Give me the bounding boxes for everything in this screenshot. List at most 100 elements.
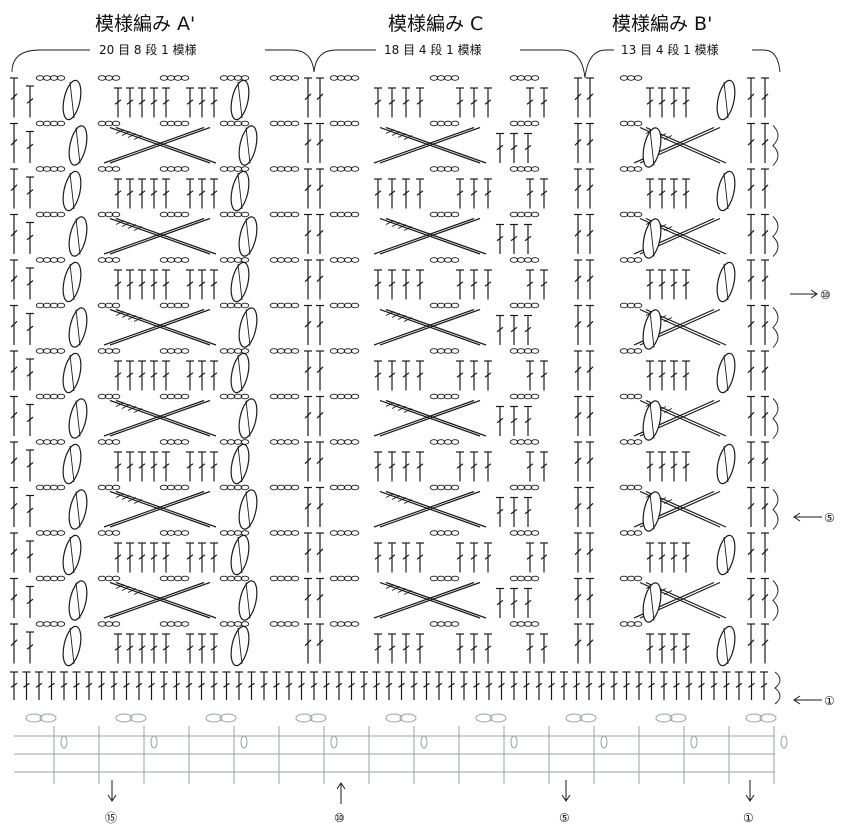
chain-stitch [111, 530, 121, 536]
stitch-slash [402, 645, 410, 651]
cross-stitch-hatch [121, 586, 131, 591]
chain-stitch [233, 439, 243, 445]
stitch-slash [210, 99, 218, 105]
stitch-slash [548, 682, 555, 688]
cross-stitch-hatch [115, 129, 125, 134]
cross-stitch-hatch [133, 408, 143, 413]
chain-stitch [173, 393, 183, 400]
chain-stitch [226, 575, 236, 582]
chain-stitch [436, 393, 446, 400]
chain-stitch [626, 120, 636, 127]
stitch-slash [598, 682, 605, 688]
chain-stitch [240, 302, 250, 309]
cross-stitch-line [103, 126, 205, 164]
cross-stitch-hatch [115, 311, 125, 316]
stitch-slash [210, 281, 218, 287]
chain-stitch [443, 302, 453, 309]
stitch-slash [574, 320, 582, 328]
chain-stitch [276, 75, 286, 81]
stitch-slash [316, 320, 324, 328]
chain-stitch [233, 575, 243, 582]
chain-stitch [269, 393, 279, 400]
cross-stitch-hatch [115, 220, 125, 225]
chain-stitch [436, 484, 446, 491]
stitch-slash [761, 275, 769, 283]
cross-stitch-line [109, 490, 211, 528]
chain-stitch [283, 120, 293, 127]
stitch-slash [510, 508, 518, 515]
chain-stitch [159, 211, 169, 218]
chain-stitch [166, 393, 176, 400]
cross-stitch-hatch [115, 402, 125, 407]
chain-stitch [159, 484, 169, 491]
chain-stitch [436, 120, 446, 127]
stitch-slash [560, 682, 568, 688]
stitch-slash [498, 682, 505, 688]
chain-stitch [233, 166, 243, 172]
chain-stitch [233, 302, 243, 309]
stitch-slash [574, 548, 582, 556]
stitch-slash [484, 645, 492, 651]
chain-stitch [111, 257, 121, 263]
chain-stitch [523, 621, 533, 627]
cross-stitch-line [373, 490, 475, 528]
chain-stitch [290, 575, 300, 582]
stitch-slash [304, 502, 312, 510]
cross-stitch-hatch [663, 317, 673, 322]
chain-stitch [49, 484, 59, 491]
chain-stitch [509, 393, 519, 400]
stitch-slash [316, 184, 324, 192]
cross-stitch-hatch [663, 226, 673, 231]
stitch-slash [114, 554, 122, 560]
stitch-slash [148, 682, 155, 688]
chain-stitch [626, 75, 636, 81]
chain-stitch [240, 621, 250, 627]
chain-stitch [516, 120, 526, 127]
chain-stitch [290, 530, 300, 536]
stitch-slash [10, 639, 18, 647]
stitch-slash [635, 682, 643, 688]
reference-chain [399, 713, 417, 723]
cross-stitch-hatch [133, 590, 143, 595]
chain-stitch [166, 348, 176, 354]
stitch-slash [456, 554, 464, 560]
stitch-slash [646, 281, 654, 287]
chain-stitch [97, 530, 107, 536]
stitch-slash [162, 372, 170, 378]
stitch-slash [574, 93, 582, 101]
stitch-slash [660, 682, 668, 688]
stitch-slash [150, 190, 158, 196]
chain-stitch [329, 621, 339, 627]
cross-stitch-hatch [127, 588, 137, 593]
chain-stitch [159, 302, 169, 309]
chain-stitch [104, 257, 114, 263]
chain-stitch [530, 302, 540, 309]
stitch-slash [496, 144, 504, 151]
stitch-slash [747, 320, 755, 328]
stitch-slash [586, 548, 594, 556]
stitch-slash [496, 326, 504, 333]
cross-stitch-line [115, 126, 217, 164]
chain-stitch [350, 120, 360, 127]
puff-stitch-center [69, 445, 75, 483]
chain-stitch [49, 348, 59, 354]
stitch-slash [747, 548, 755, 556]
chain-stitch [633, 484, 643, 491]
reference-puff [420, 735, 428, 749]
stitch-slash [402, 463, 410, 469]
stitch-slash [460, 682, 468, 688]
chain-stitch [219, 575, 229, 582]
stitch-slash [162, 463, 170, 469]
chain-stitch [509, 257, 519, 263]
stitch-slash [456, 645, 464, 651]
stitch-slash [150, 281, 158, 287]
chain-stitch [104, 621, 114, 627]
reference-chain [295, 713, 313, 723]
stitch-slash [535, 682, 543, 688]
stitch-slash [388, 463, 396, 469]
stitch-slash [523, 682, 530, 688]
chain-stitch [343, 120, 353, 127]
chain-stitch [516, 211, 526, 218]
stitch-slash [496, 599, 504, 606]
chain-stitch [233, 348, 243, 354]
